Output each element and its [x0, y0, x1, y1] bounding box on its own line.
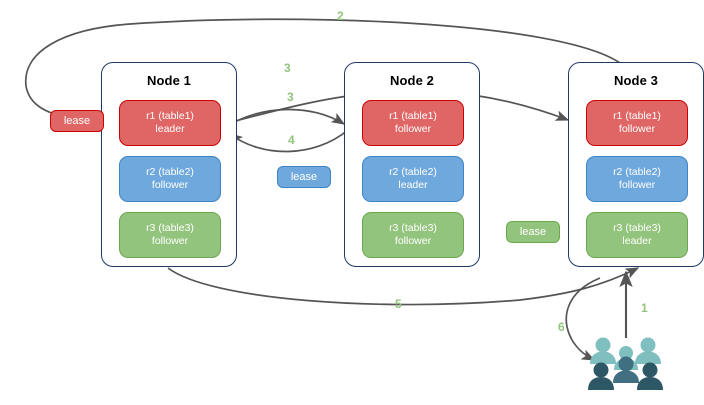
- replica-name: r2 (table2): [146, 166, 194, 178]
- node-title-1: Node 1: [147, 73, 191, 88]
- lease-badge-blue[interactable]: lease: [277, 166, 331, 188]
- replica-name: r1 (table1): [389, 110, 437, 122]
- node-card-1: Node 1 r1 (table1) leader r2 (table2) fo…: [101, 62, 237, 267]
- replica-role: follower: [151, 235, 189, 247]
- node-title-3: Node 3: [614, 73, 658, 88]
- step-label-3-upper: 3: [284, 61, 291, 75]
- replica-node3-r3[interactable]: r3 (table3) leader: [586, 212, 688, 258]
- replica-name: r3 (table3): [389, 222, 437, 234]
- replica-role: follower: [618, 179, 656, 191]
- replica-name: r3 (table3): [146, 222, 194, 234]
- node-title-2: Node 2: [390, 73, 434, 88]
- replica-node2-r3[interactable]: r3 (table3) follower: [362, 212, 464, 258]
- replica-role: follower: [151, 179, 189, 191]
- replica-node3-r2[interactable]: r2 (table2) follower: [586, 156, 688, 202]
- step-label-6: 6: [558, 320, 565, 334]
- arrow-step-3-lower: [223, 108, 346, 129]
- users-group-icon: [588, 337, 663, 390]
- step-label-3-lower: 3: [287, 90, 294, 104]
- replica-role: leader: [155, 123, 185, 135]
- replica-name: r2 (table2): [613, 166, 661, 178]
- replica-node1-r2[interactable]: r2 (table2) follower: [119, 156, 221, 202]
- arrow-step-5: [167, 267, 640, 306]
- replica-role: leader: [398, 179, 428, 191]
- replica-node1-r3[interactable]: r3 (table3) follower: [119, 212, 221, 258]
- replica-node2-r1[interactable]: r1 (table1) follower: [362, 100, 464, 146]
- replica-name: r1 (table1): [613, 110, 661, 122]
- replica-role: follower: [394, 235, 432, 247]
- replica-node1-r1[interactable]: r1 (table1) leader: [119, 100, 221, 146]
- step-label-2: 2: [337, 9, 344, 23]
- step-label-1: 1: [641, 301, 648, 315]
- step-label-4: 4: [288, 133, 295, 147]
- node-card-3: Node 3 r1 (table1) follower r2 (table2) …: [568, 62, 704, 267]
- step-label-5: 5: [395, 297, 402, 311]
- replica-node2-r2[interactable]: r2 (table2) leader: [362, 156, 464, 202]
- replica-node3-r1[interactable]: r1 (table1) follower: [586, 100, 688, 146]
- lease-badge-red[interactable]: lease: [50, 110, 104, 132]
- node-card-2: Node 2 r1 (table1) follower r2 (table2) …: [344, 62, 480, 267]
- replica-role: follower: [618, 123, 656, 135]
- replica-role: follower: [394, 123, 432, 135]
- replica-name: r2 (table2): [389, 166, 437, 178]
- replica-name: r1 (table1): [146, 110, 194, 122]
- replica-name: r3 (table3): [613, 222, 661, 234]
- lease-badge-green[interactable]: lease: [506, 221, 560, 243]
- replica-role: leader: [622, 235, 652, 247]
